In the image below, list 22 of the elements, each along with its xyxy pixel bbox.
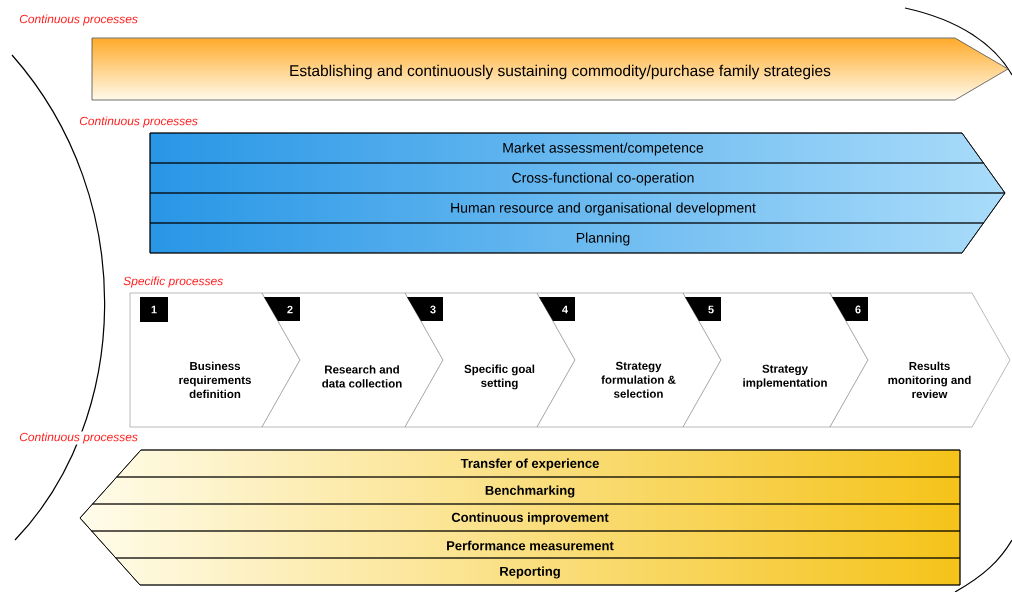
- band-row: Benchmarking: [92, 476, 961, 505]
- band-row: Cross-functional co-operation: [149, 162, 1006, 194]
- step-number: 1: [140, 297, 168, 322]
- band-row: Continuous improvement: [79, 503, 961, 532]
- band-row: Performance measurement: [91, 530, 961, 559]
- band-row: Planning: [149, 222, 984, 254]
- step-number: 6: [832, 297, 868, 321]
- node-label: Continuous processes: [19, 432, 138, 444]
- band-row: Human resource and organisational development: [149, 192, 1006, 224]
- band-row: Transfer of experience: [116, 449, 961, 478]
- band-row: Market assessment/competence: [149, 132, 984, 164]
- section-heading: Continuous processes: [19, 14, 138, 26]
- band-row: Reporting: [115, 557, 961, 586]
- step-number: 3: [407, 297, 443, 321]
- arrow-banner: Establishing and continuously sustaining commodity/purchase family strategies: [91, 37, 1009, 101]
- step-number: 5: [685, 297, 721, 321]
- node-label: Results monitoring and review: [888, 361, 971, 399]
- step-number: 2: [264, 297, 300, 321]
- section-heading: Specific processes: [123, 276, 223, 288]
- process-step: Results monitoring and review 6: [829, 292, 1011, 428]
- step-number: 4: [539, 297, 575, 321]
- node-label: Continuous processes: [79, 116, 198, 128]
